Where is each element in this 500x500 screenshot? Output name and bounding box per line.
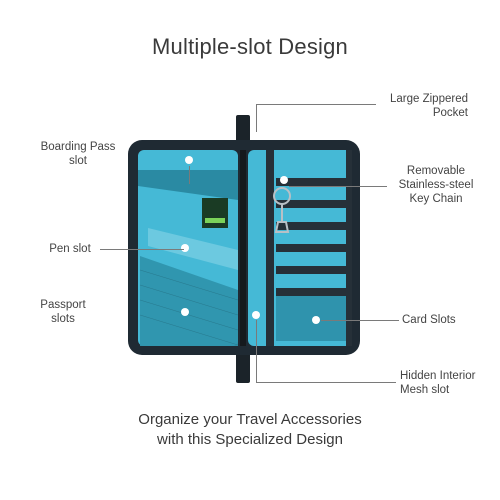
- center-zipper: [240, 150, 246, 346]
- callout-line-zip-v: [256, 104, 257, 132]
- marker-passport: [181, 308, 189, 316]
- pen-slot-band: [148, 228, 238, 270]
- callout-line-card: [321, 320, 399, 321]
- caption-line-1: Organize your Travel Accessories: [138, 411, 362, 428]
- marker-pen-slot: [181, 244, 189, 252]
- boarding-pass-slot: [138, 170, 238, 200]
- callout-line-zip-h: [256, 104, 376, 105]
- card-slot-straps: [276, 178, 346, 296]
- label-boarding-pass: Boarding Pass slot: [40, 141, 116, 167]
- key-chain: [273, 187, 291, 233]
- marker-boarding-pass: [185, 156, 193, 164]
- marker-key-chain: [280, 176, 288, 184]
- mesh-texture: [139, 269, 239, 346]
- callout-line-key: [289, 186, 387, 187]
- marker-card-slots: [312, 316, 320, 324]
- key-strap: [266, 150, 274, 346]
- label-mesh-slot: Hidden Interior Mesh slot: [400, 370, 476, 396]
- page-title: Multiple-slot Design: [152, 34, 348, 59]
- brand-tag: [202, 198, 228, 228]
- caption-line-2: with this Specialized Design: [157, 431, 343, 448]
- right-edge-strap: [346, 150, 352, 346]
- callout-line-pen: [100, 249, 184, 250]
- card-mesh: [276, 296, 346, 341]
- marker-mesh-slot: [252, 311, 260, 319]
- marker-zippered-pocket: [253, 129, 259, 135]
- label-pen-slot: Pen slot: [49, 243, 91, 255]
- label-key-chain: Removable Stainless-steel Key Chain: [398, 165, 474, 205]
- passport-pocket: [140, 256, 238, 346]
- caption: Organize your Travel Accessories with th…: [0, 410, 500, 450]
- callout-line-mesh-h: [256, 382, 396, 383]
- label-card-slots: Card Slots: [402, 314, 456, 326]
- label-passport: Passport slots: [40, 299, 86, 325]
- label-zippered-pocket: Large Zippered Pocket: [390, 93, 468, 119]
- callout-line-boarding: [189, 166, 190, 184]
- callout-line-mesh-v: [256, 320, 257, 382]
